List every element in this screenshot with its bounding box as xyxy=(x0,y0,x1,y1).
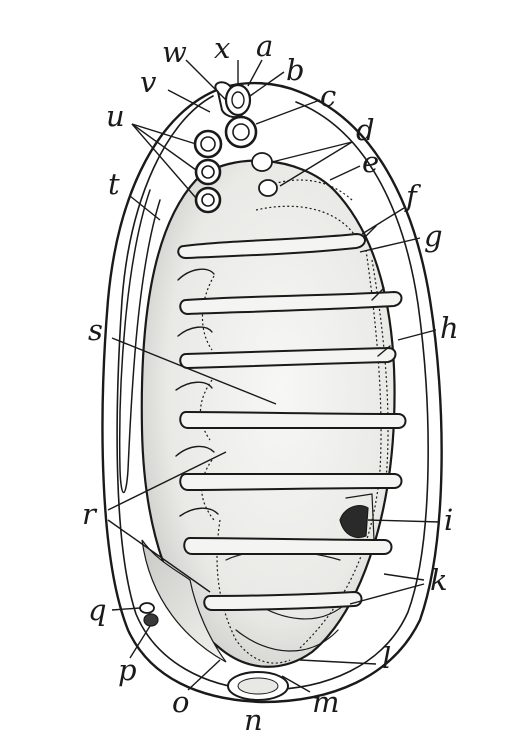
label-v: v xyxy=(140,65,157,99)
bottom-structure xyxy=(227,671,289,701)
label-b: b xyxy=(286,53,305,87)
label-x: x xyxy=(214,31,230,65)
label-a: a xyxy=(256,29,273,63)
label-p: p xyxy=(118,653,137,687)
transverse-bars xyxy=(177,232,407,612)
label-o: o xyxy=(172,685,189,719)
leader-lines xyxy=(107,59,441,693)
edge-knobs xyxy=(139,602,159,627)
label-i: i xyxy=(444,503,453,537)
label-e: e xyxy=(362,145,379,179)
label-w: w xyxy=(162,35,187,69)
label-l: l xyxy=(382,641,391,675)
top-structures xyxy=(193,81,278,214)
lateral-processes xyxy=(175,225,391,517)
label-f: f xyxy=(404,179,422,213)
label-t: t xyxy=(108,167,120,201)
label-g: g xyxy=(424,219,443,253)
label-r: r xyxy=(82,497,98,531)
figure-labels: w x a b v c u d e t f g h s r i k q p l … xyxy=(82,29,459,737)
label-m: m xyxy=(312,685,340,719)
label-k: k xyxy=(430,563,448,597)
label-c: c xyxy=(320,79,336,113)
label-h: h xyxy=(440,311,459,345)
organ-i xyxy=(339,493,375,541)
label-s: s xyxy=(88,313,103,347)
label-n: n xyxy=(244,703,263,737)
label-u: u xyxy=(106,99,125,133)
label-q: q xyxy=(88,593,107,627)
label-d: d xyxy=(356,113,375,147)
